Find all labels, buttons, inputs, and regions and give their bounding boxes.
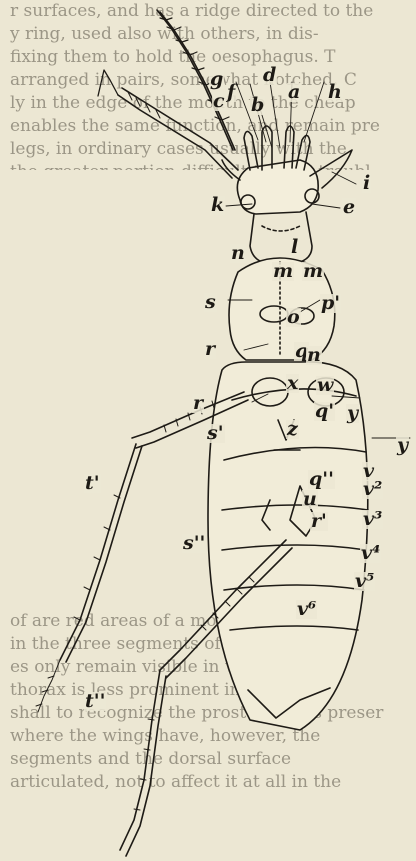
label-a: a xyxy=(287,83,301,102)
label-m1: m xyxy=(272,262,294,281)
label-d: d xyxy=(262,66,277,85)
label-p: p' xyxy=(320,294,341,313)
label-o: o xyxy=(286,308,301,327)
label-s3: s'' xyxy=(182,534,206,553)
label-s2: s' xyxy=(206,424,225,443)
label-l: l xyxy=(290,238,299,257)
label-t3: t'' xyxy=(84,692,106,711)
label-r3: r' xyxy=(310,512,328,531)
label-q2: q' xyxy=(314,402,335,421)
label-b: b xyxy=(250,96,265,115)
label-s1: s xyxy=(204,293,217,312)
label-y2: y xyxy=(396,436,409,455)
label-r2: r xyxy=(192,394,204,413)
label-v6: v⁶ xyxy=(296,600,317,619)
label-q3: q'' xyxy=(308,470,335,489)
label-v5: v⁵ xyxy=(354,572,375,591)
label-v4: v⁴ xyxy=(360,544,381,563)
label-w: w xyxy=(316,376,334,395)
label-n1: n xyxy=(230,244,246,263)
label-x: x xyxy=(286,374,299,393)
label-k: k xyxy=(210,196,225,215)
label-v3: v³ xyxy=(362,510,383,529)
label-z: z xyxy=(286,420,299,439)
label-t2: t' xyxy=(84,474,101,493)
label-u: u xyxy=(302,490,318,509)
label-v2: v² xyxy=(362,480,383,499)
prothorax xyxy=(250,212,312,262)
label-m2: m xyxy=(302,262,324,281)
label-e: e xyxy=(342,198,356,217)
head xyxy=(222,126,352,214)
label-c: c xyxy=(212,92,226,111)
label-y1: y xyxy=(346,404,359,423)
label-r1: r xyxy=(204,340,216,359)
label-n2: n xyxy=(306,346,322,365)
label-f: f xyxy=(226,83,236,102)
label-g: g xyxy=(209,70,224,89)
label-h: h xyxy=(327,83,343,102)
label-i: i xyxy=(362,174,371,193)
